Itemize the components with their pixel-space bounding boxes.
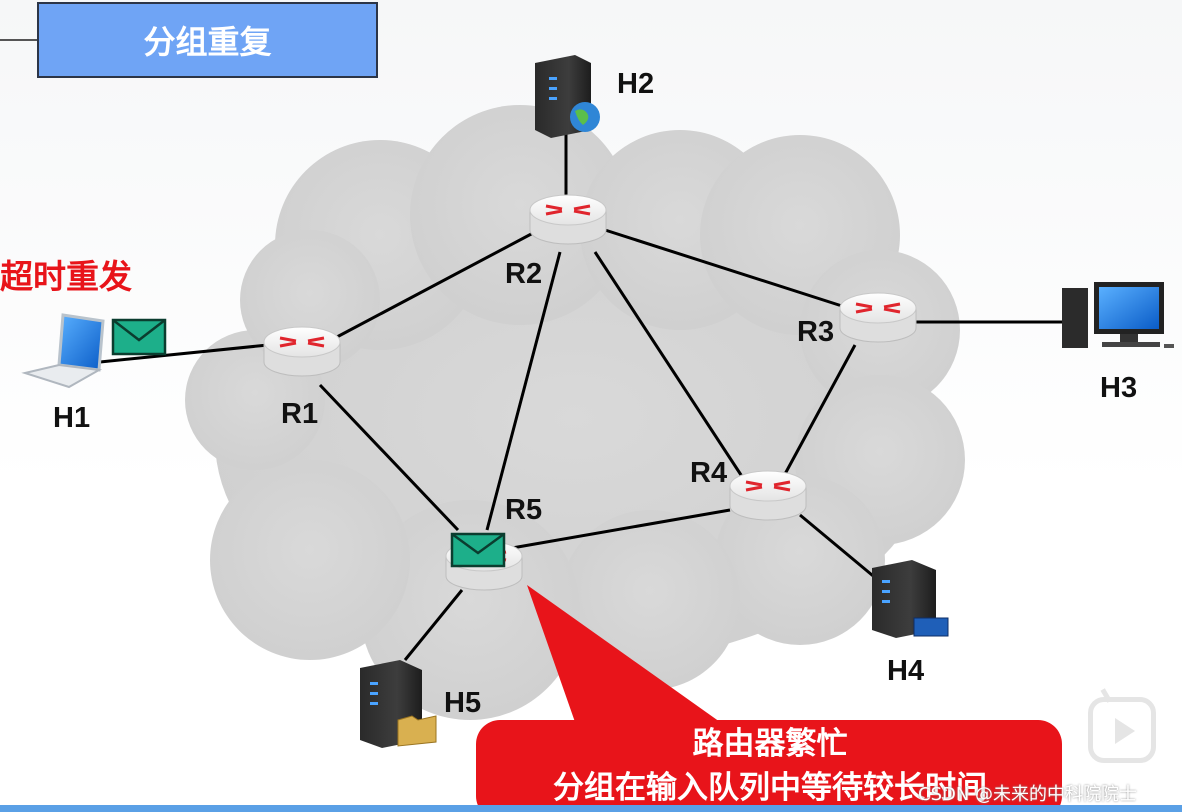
router-label-r3: R3 <box>797 316 835 348</box>
host-label-h2: H2 <box>617 68 655 100</box>
callout-line-1: 路由器繁忙 <box>692 726 848 762</box>
link-r5-h5 <box>403 589 464 661</box>
links <box>99 128 1072 661</box>
server-globe-icon <box>535 55 600 138</box>
video-play-icon[interactable] <box>1088 697 1156 763</box>
link-r1-r2 <box>334 230 536 340</box>
router-label-r1: R1 <box>281 398 319 430</box>
link-r2-r3 <box>604 228 843 308</box>
link-r4-h4 <box>799 513 879 582</box>
network-cloud <box>185 105 965 720</box>
router-label-r5: R5 <box>505 494 543 526</box>
link-h1-r1 <box>99 343 269 364</box>
callout-bubble <box>476 585 1062 812</box>
title-rule <box>0 39 38 41</box>
laptop-icon <box>21 313 105 389</box>
link-r3-r4 <box>783 344 857 475</box>
callout-text: 路由器繁忙 分组在输入队列中等待较长时间 <box>478 722 1062 810</box>
host-label-h5: H5 <box>444 687 482 719</box>
router-r4 <box>729 470 807 521</box>
server-folder-icon <box>360 660 437 748</box>
callout-line-2: 分组在输入队列中等待较长时间 <box>553 770 987 806</box>
link-r1-r5 <box>318 383 460 532</box>
link-r2-r4 <box>593 251 745 479</box>
host-label-h4: H4 <box>887 655 925 687</box>
router-label-r2: R2 <box>505 258 543 290</box>
server-icon <box>872 560 949 638</box>
envelope-icon <box>450 532 506 568</box>
progress-bar <box>0 805 1182 812</box>
desktop-computer-icon <box>1062 282 1174 348</box>
host-label-h3: H3 <box>1100 372 1138 404</box>
router-r2 <box>529 194 607 245</box>
router-r1 <box>263 326 341 377</box>
router-label-r4: R4 <box>690 457 728 489</box>
link-r2-r5 <box>485 251 562 531</box>
host-label-h1: H1 <box>53 402 91 434</box>
link-r4-r5 <box>511 508 731 550</box>
envelope-icon <box>111 318 167 356</box>
watermark: CSDN @未来的中科院院士 <box>918 784 1138 805</box>
slide-title: 分组重复 <box>37 2 378 78</box>
router-r3 <box>839 292 917 343</box>
timeout-retransmit-label: 超时重发 <box>0 257 132 296</box>
